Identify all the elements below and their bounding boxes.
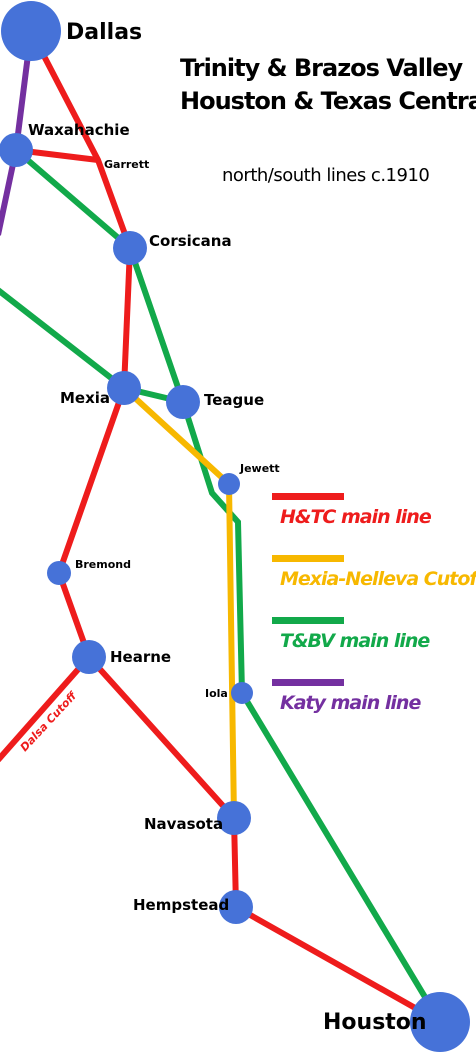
node-hempstead[interactable] bbox=[219, 890, 253, 924]
city-labels: Dallas Waxahachie Garrett Corsicana Mexi… bbox=[28, 20, 427, 1035]
legend-swatch-tbv bbox=[272, 617, 344, 624]
legend-item-katy: Katy main line bbox=[270, 674, 475, 736]
node-dallas[interactable] bbox=[1, 1, 61, 61]
map-title: Trinity & Brazos Valley Houston & Texas … bbox=[180, 52, 476, 118]
node-waxahachie[interactable] bbox=[0, 133, 33, 167]
node-iola[interactable] bbox=[231, 682, 253, 704]
node-hearne[interactable] bbox=[72, 640, 106, 674]
katy-line bbox=[0, 30, 34, 236]
node-houston[interactable] bbox=[410, 992, 470, 1052]
node-corsicana[interactable] bbox=[113, 231, 147, 265]
label-garrett: Garrett bbox=[104, 158, 149, 171]
label-hearne: Hearne bbox=[110, 648, 171, 666]
label-mexia: Mexia bbox=[60, 389, 110, 407]
legend-swatch-cutoff bbox=[272, 555, 344, 562]
legend: H&TC main line Mexia-Nelleva Cutoff T&BV… bbox=[270, 488, 476, 736]
label-houston: Houston bbox=[323, 1010, 427, 1035]
title-line-2: Houston & Texas Central bbox=[180, 87, 476, 115]
label-corsicana: Corsicana bbox=[149, 232, 232, 250]
node-teague[interactable] bbox=[166, 385, 200, 419]
label-dallas: Dallas bbox=[66, 20, 142, 45]
legend-item-cutoff: Mexia-Nelleva Cutoff bbox=[270, 550, 476, 612]
legend-item-htc: H&TC main line bbox=[270, 488, 475, 550]
title-line-1: Trinity & Brazos Valley bbox=[180, 54, 463, 82]
label-iola: Iola bbox=[205, 687, 228, 700]
label-jewett: Jewett bbox=[239, 462, 280, 475]
label-hempstead: Hempstead bbox=[133, 896, 229, 914]
legend-swatch-htc bbox=[272, 493, 344, 500]
node-navasota[interactable] bbox=[217, 801, 251, 835]
node-mexia[interactable] bbox=[107, 371, 141, 405]
node-jewett[interactable] bbox=[218, 473, 240, 495]
legend-label-katy: Katy main line bbox=[280, 692, 421, 714]
map-subtitle: north/south lines c.1910 bbox=[222, 165, 430, 186]
legend-label-tbv: T&BV main line bbox=[280, 630, 430, 652]
legend-label-cutoff: Mexia-Nelleva Cutoff bbox=[280, 568, 476, 590]
legend-label-htc: H&TC main line bbox=[280, 506, 432, 528]
node-bremond[interactable] bbox=[47, 561, 71, 585]
label-bremond: Bremond bbox=[75, 558, 131, 571]
legend-item-tbv: T&BV main line bbox=[270, 612, 475, 674]
legend-swatch-katy bbox=[272, 679, 344, 686]
label-navasota: Navasota bbox=[144, 815, 223, 833]
label-waxahachie: Waxahachie bbox=[28, 121, 130, 139]
label-teague: Teague bbox=[204, 391, 264, 409]
